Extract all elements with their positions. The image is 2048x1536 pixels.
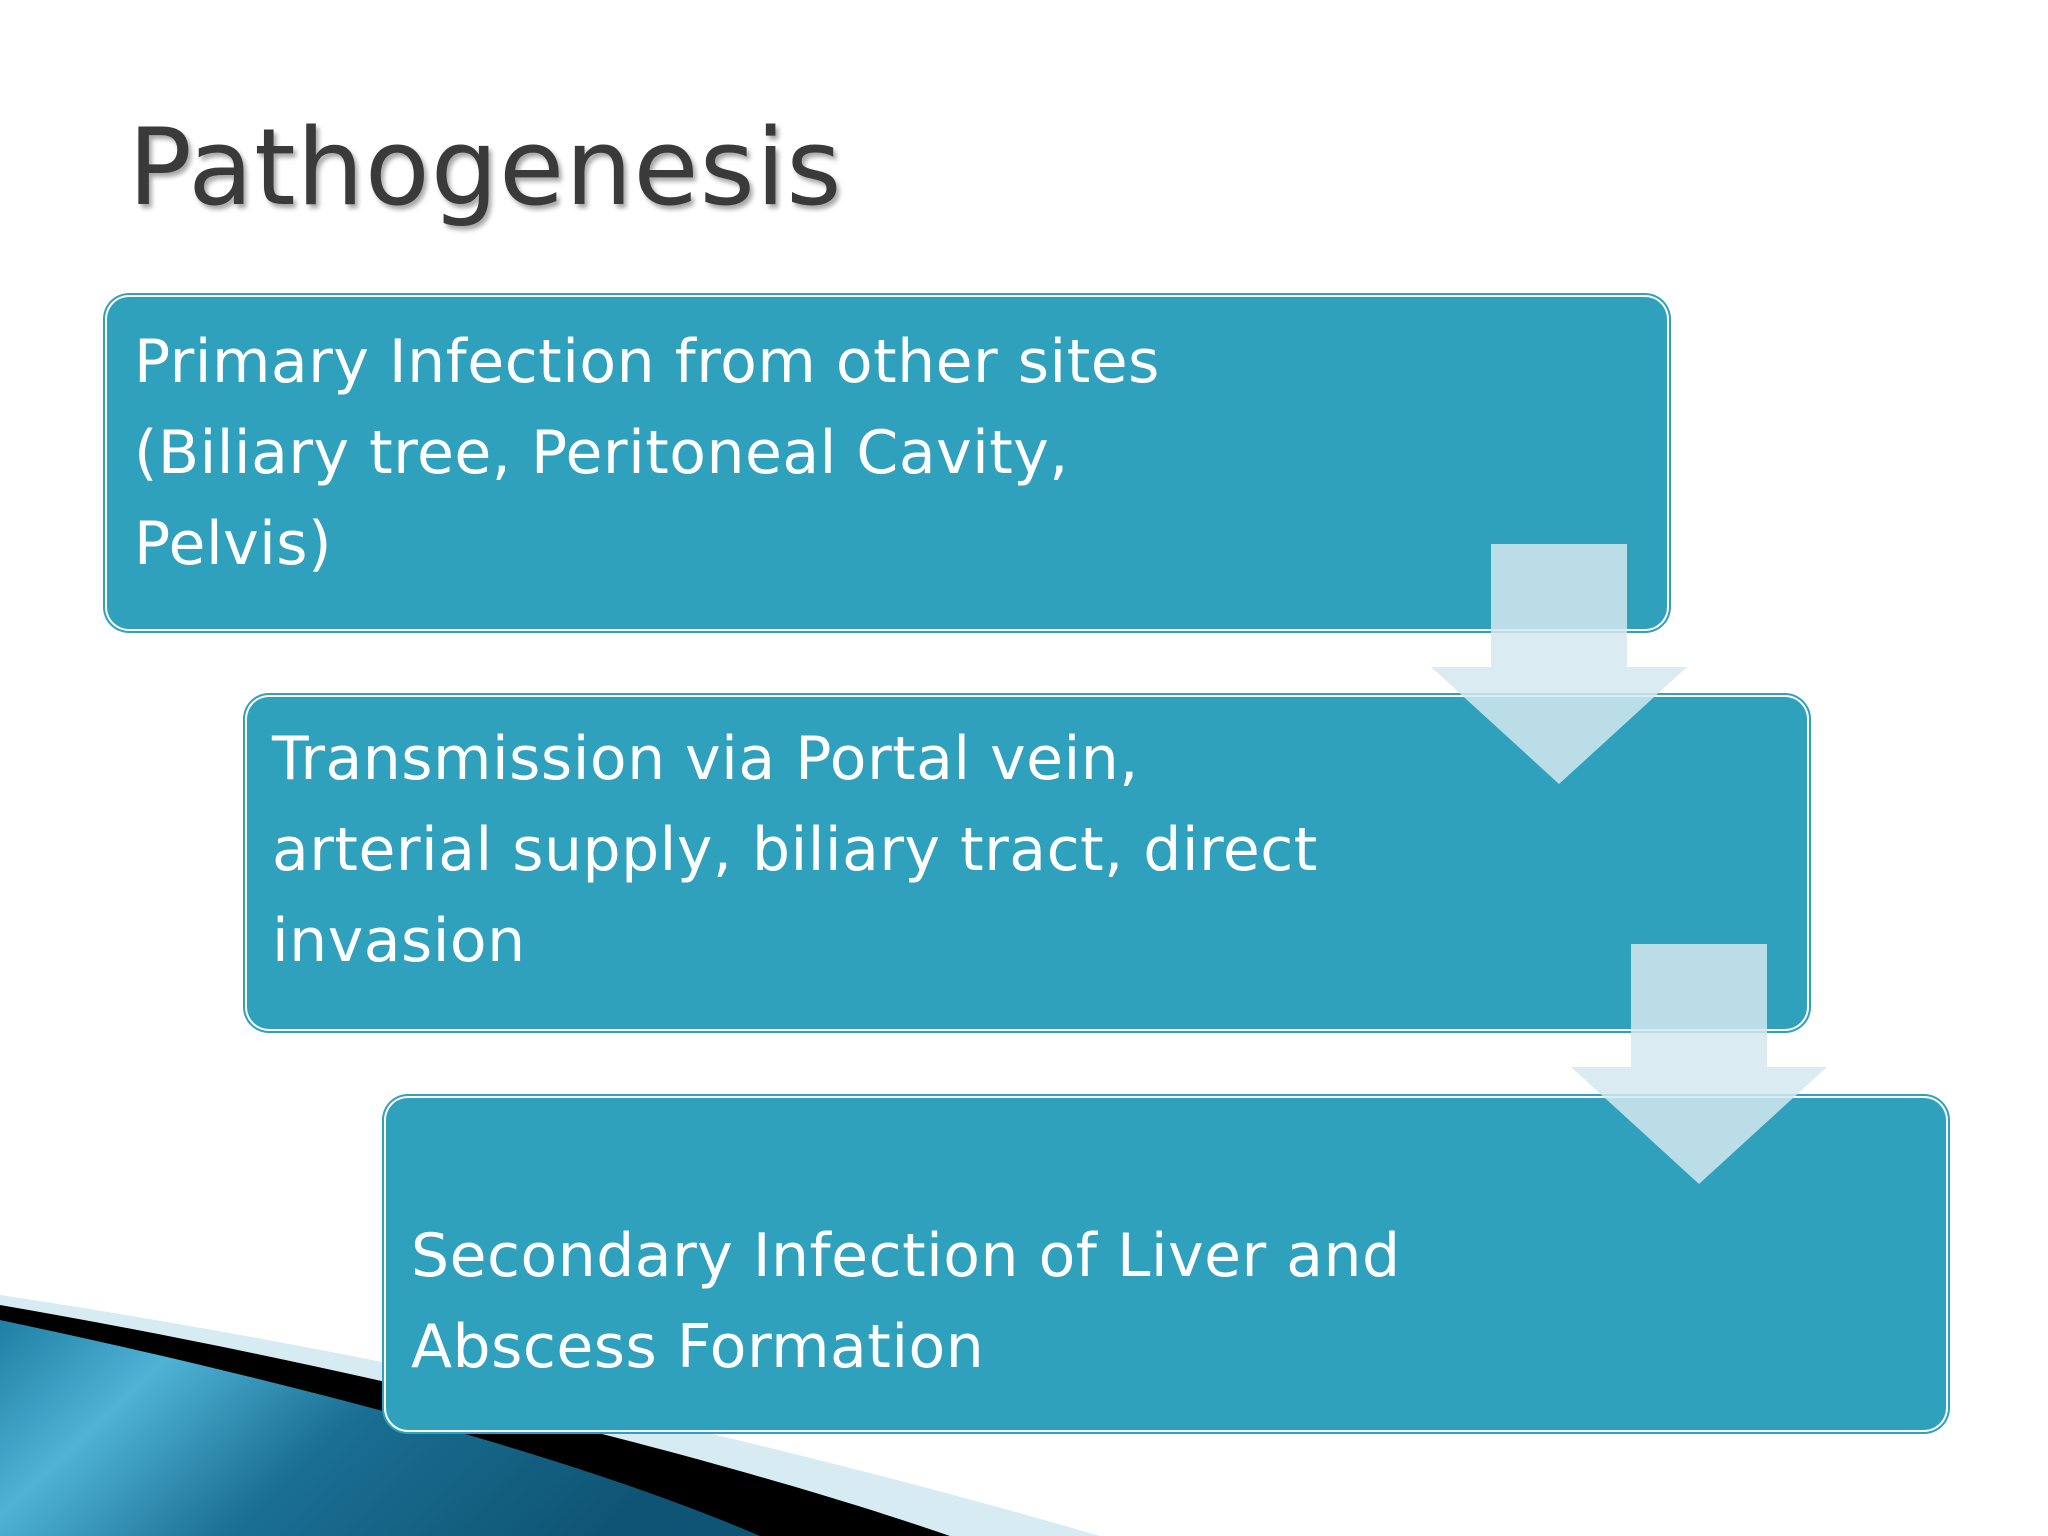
step-line: Pelvis) — [134, 509, 332, 579]
step-line: invasion — [272, 906, 526, 976]
slide-title: Pathogenesis — [128, 106, 843, 229]
step-text: Transmission via Portal vein, arterial s… — [272, 714, 1318, 987]
step-text: Secondary Infection of Liver and Abscess… — [411, 1211, 1401, 1393]
down-arrow-icon — [1571, 944, 1827, 1184]
step-line: Transmission via Portal vein, — [272, 724, 1139, 794]
step-line: Secondary Infection of Liver and — [411, 1221, 1401, 1291]
step-line: arterial supply, biliary tract, direct — [272, 815, 1318, 885]
step-line: (Biliary tree, Peritoneal Cavity, — [134, 418, 1069, 488]
step-line: Primary Infection from other sites — [134, 327, 1160, 397]
swoosh-teal-band — [0, 1320, 760, 1536]
step-text: Primary Infection from other sites (Bili… — [134, 317, 1160, 590]
step-line: Abscess Formation — [411, 1312, 985, 1382]
down-arrow-icon — [1431, 544, 1687, 784]
step-box-primary-infection: Primary Infection from other sites (Bili… — [107, 297, 1667, 629]
